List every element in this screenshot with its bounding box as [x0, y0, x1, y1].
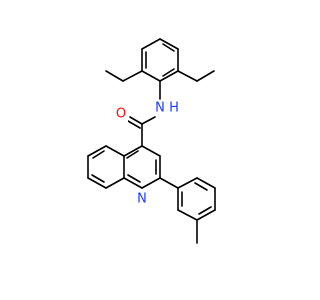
- bond: [162, 68, 175, 77]
- bond: [159, 177, 179, 189]
- bond: [141, 38, 161, 50]
- molecule-structure: O N H N: [87, 38, 216, 244]
- bond: [91, 174, 105, 183]
- bond: [105, 70, 124, 82]
- bond: [162, 43, 175, 52]
- bond: [196, 70, 215, 82]
- bond: [141, 145, 161, 157]
- bond: [177, 209, 198, 221]
- bond: [87, 177, 107, 189]
- atom-label-amide-nitrogen: N: [155, 101, 165, 116]
- atom-labels: O N H N: [114, 100, 181, 207]
- bond: [196, 209, 216, 221]
- bond: [123, 177, 143, 189]
- atom-label-amide-hydrogen: H: [169, 101, 179, 116]
- bond: [129, 116, 143, 125]
- bond: [159, 70, 179, 82]
- bond: [141, 116, 156, 125]
- bond: [127, 174, 141, 183]
- bond: [198, 206, 212, 215]
- atom-label-quinoline-nitrogen: N: [137, 192, 147, 207]
- bond: [105, 145, 125, 157]
- bond: [141, 177, 161, 189]
- bond: [141, 70, 161, 82]
- bond: [196, 177, 216, 189]
- bond: [123, 145, 143, 157]
- bond: [92, 150, 105, 159]
- bond: [177, 70, 198, 82]
- bond: [127, 120, 141, 129]
- bond: [87, 145, 107, 157]
- bond: [105, 177, 125, 189]
- bonds: [87, 38, 216, 244]
- bond: [159, 38, 179, 50]
- bond: [177, 177, 198, 189]
- bond: [194, 182, 208, 191]
- bond: [126, 150, 139, 159]
- bond: [122, 70, 143, 82]
- atom-label-oxygen: O: [116, 107, 126, 122]
